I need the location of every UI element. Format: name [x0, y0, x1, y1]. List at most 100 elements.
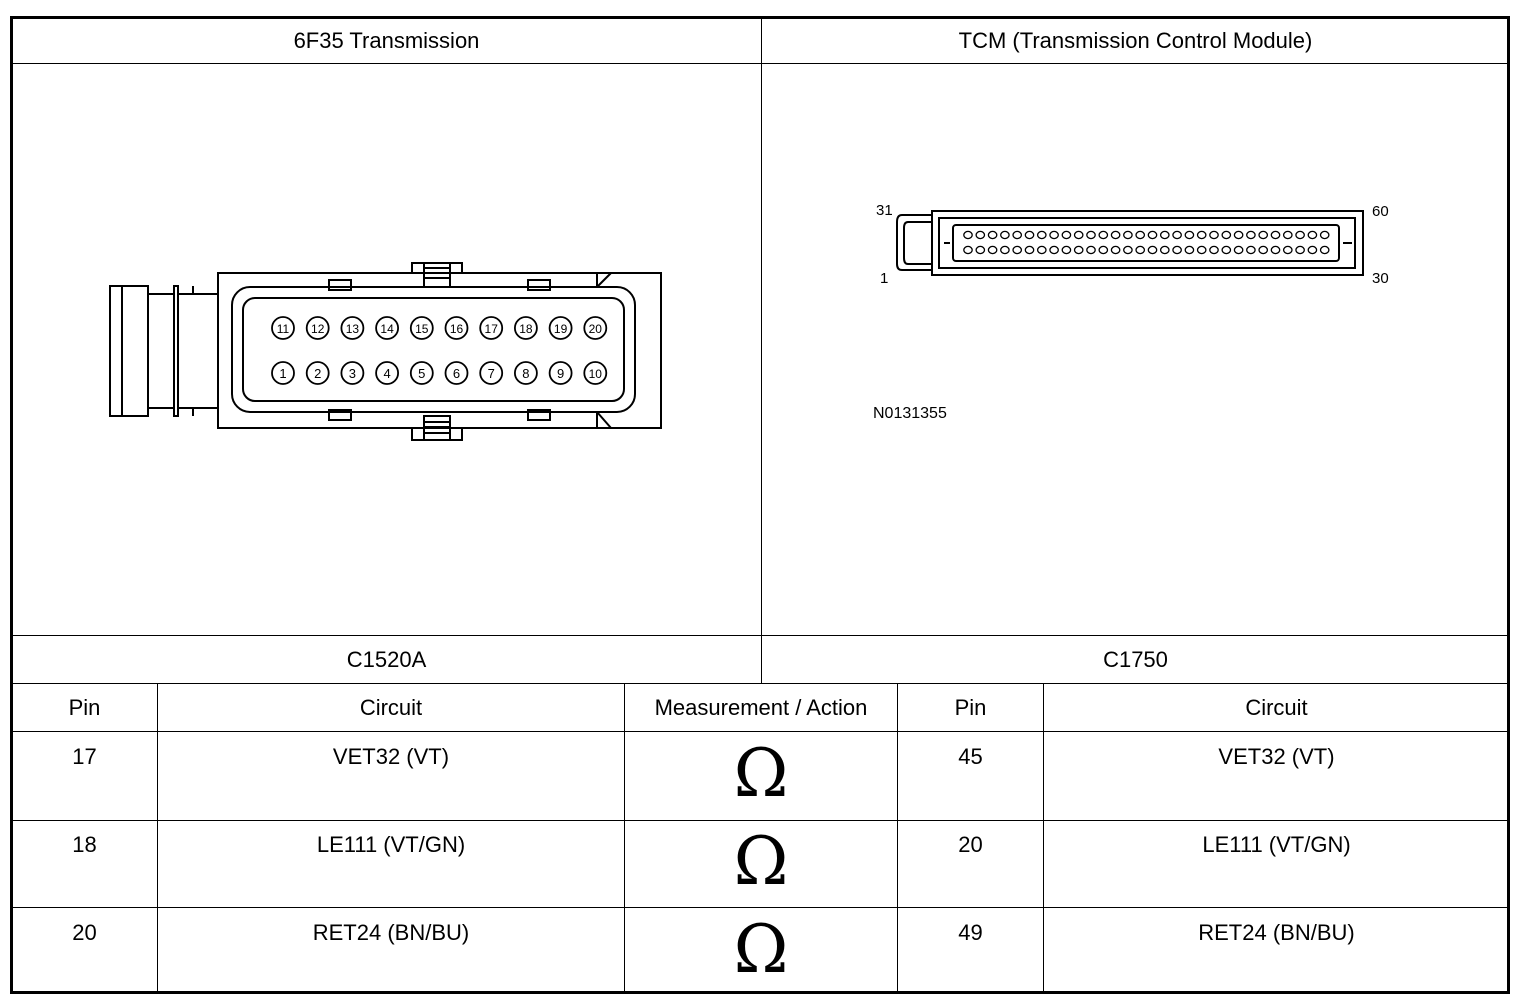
row3-pin-a: 20 — [72, 920, 97, 945]
tcm-pin-hole — [1307, 245, 1318, 255]
pin-number: 17 — [485, 322, 499, 336]
pin-number: 9 — [557, 366, 564, 381]
row1-circuit-a: VET32 (VT) — [332, 744, 450, 769]
divider — [1043, 684, 1044, 992]
row2-circuit-b: LE111 (VT/GN) — [1202, 832, 1351, 857]
pin-number: 5 — [418, 366, 425, 381]
pin-label-31: 31 — [876, 202, 893, 219]
tcm-pin-hole — [1258, 230, 1269, 240]
pin-circle — [375, 361, 400, 385]
row3-circuit-b: RET24 (BN/BU) — [1198, 920, 1355, 945]
pin-circle — [271, 316, 295, 340]
tcm-pin-hole — [1196, 245, 1207, 255]
tcm-pin-hole — [1147, 245, 1158, 255]
tcm-pin-hole — [1221, 230, 1232, 240]
table-frame — [10, 16, 1510, 994]
divider — [12, 907, 1509, 908]
divider — [897, 684, 898, 992]
pin-circle — [409, 316, 434, 340]
tcm-pin-hole — [1110, 230, 1121, 240]
tcm-pin-hole — [1319, 245, 1330, 255]
tcm-pin-hole — [1135, 245, 1146, 255]
tcm-pin-hole — [1123, 230, 1133, 240]
right-connector-name: C1750 — [1103, 647, 1168, 672]
pin-circle — [305, 361, 330, 385]
tcm-pin-hole — [1135, 230, 1146, 240]
tcm-pin-hole — [1295, 245, 1305, 255]
tcm-pin-hole — [1147, 230, 1158, 240]
tcm-pin-hole — [1061, 230, 1072, 240]
tcm-pin-hole — [987, 230, 998, 240]
tcm-pin-hole — [1024, 245, 1035, 255]
right-title: TCM (Transmission Control Module) — [958, 28, 1313, 53]
pin-number: 11 — [277, 322, 290, 336]
pin-number: 10 — [589, 367, 603, 381]
pin-number: 6 — [453, 366, 460, 381]
pin-label-30: 30 — [1372, 270, 1389, 287]
pin-number: 12 — [311, 322, 325, 336]
row2-ohm-icon: Ω — [733, 823, 789, 900]
tcm-pin-hole — [1258, 245, 1269, 255]
pin-number: 8 — [522, 366, 529, 381]
row2-pin-a: 18 — [72, 832, 97, 857]
tcm-pin-hole — [1209, 230, 1219, 240]
tcm-pin-hole — [1049, 245, 1059, 255]
tcm-pin-hole — [1233, 245, 1244, 255]
pin-number: 16 — [450, 322, 464, 336]
tcm-connector-diagram: 31 1 60 30 N0131355 — [873, 202, 1389, 422]
tcm-pin-hole — [1036, 245, 1047, 255]
divider — [12, 635, 1509, 636]
left-connector-name: C1520A — [346, 647, 427, 672]
tcm-pin-hole — [1123, 245, 1133, 255]
tcm-pin-hole — [1246, 230, 1256, 240]
tcm-pin-hole — [1184, 245, 1195, 255]
pin-circle — [514, 361, 538, 385]
tcm-pin-hole — [1159, 245, 1170, 255]
tcm-pin-hole — [1282, 230, 1293, 240]
header-circuit-b: Circuit — [1245, 695, 1308, 720]
pin-circle — [548, 361, 573, 385]
tcm-pin-hole — [963, 245, 973, 255]
row3-pin-b: 49 — [958, 920, 983, 945]
row1-circuit-b: VET32 (VT) — [1218, 744, 1335, 769]
divider — [12, 731, 1509, 732]
pin-number: 18 — [519, 322, 533, 336]
pin-number: 3 — [349, 366, 356, 381]
pin-label-60: 60 — [1372, 203, 1389, 220]
tcm-pin-hole — [1073, 245, 1084, 255]
tcm-pin-hole — [1000, 230, 1010, 240]
pin-number: 4 — [383, 366, 390, 381]
tcm-pin-hole — [1319, 230, 1330, 240]
figure-id: N0131355 — [873, 405, 947, 422]
tcm-pin-hole — [1221, 245, 1232, 255]
row1-pin-b: 45 — [958, 744, 983, 769]
row1-pin-a: 17 — [72, 744, 97, 769]
tcm-pin-hole — [1098, 245, 1109, 255]
tcm-pin-hole — [1233, 230, 1244, 240]
tcm-pin-hole — [1098, 230, 1109, 240]
pin-circle — [444, 316, 469, 340]
pin-number: 13 — [346, 322, 360, 336]
pin-circle — [444, 361, 469, 385]
pin-number: 7 — [488, 366, 495, 381]
header-pin-b: Pin — [954, 695, 987, 720]
tcm-pin-hole — [1196, 230, 1207, 240]
tcm-pin-hole — [1012, 245, 1023, 255]
tcm-pin-hole — [987, 245, 998, 255]
tcm-pin-hole — [1036, 230, 1047, 240]
pin-circle — [340, 316, 365, 340]
pin-circle — [340, 361, 365, 385]
tcm-pin-hole — [1086, 245, 1096, 255]
tcm-pin-hole — [1159, 230, 1170, 240]
tcm-pin-hole — [1270, 230, 1281, 240]
row3-ohm-icon: Ω — [733, 911, 789, 988]
tcm-pin-hole — [1049, 230, 1059, 240]
tcm-pin-hole — [1061, 245, 1072, 255]
tcm-pin-hole — [1307, 230, 1318, 240]
row3-circuit-a: RET24 (BN/BU) — [312, 920, 470, 945]
tcm-pin-hole — [1184, 230, 1195, 240]
tcm-pin-hole — [963, 230, 973, 240]
tcm-pin-hole — [1086, 230, 1096, 240]
pin-circle — [583, 361, 608, 385]
